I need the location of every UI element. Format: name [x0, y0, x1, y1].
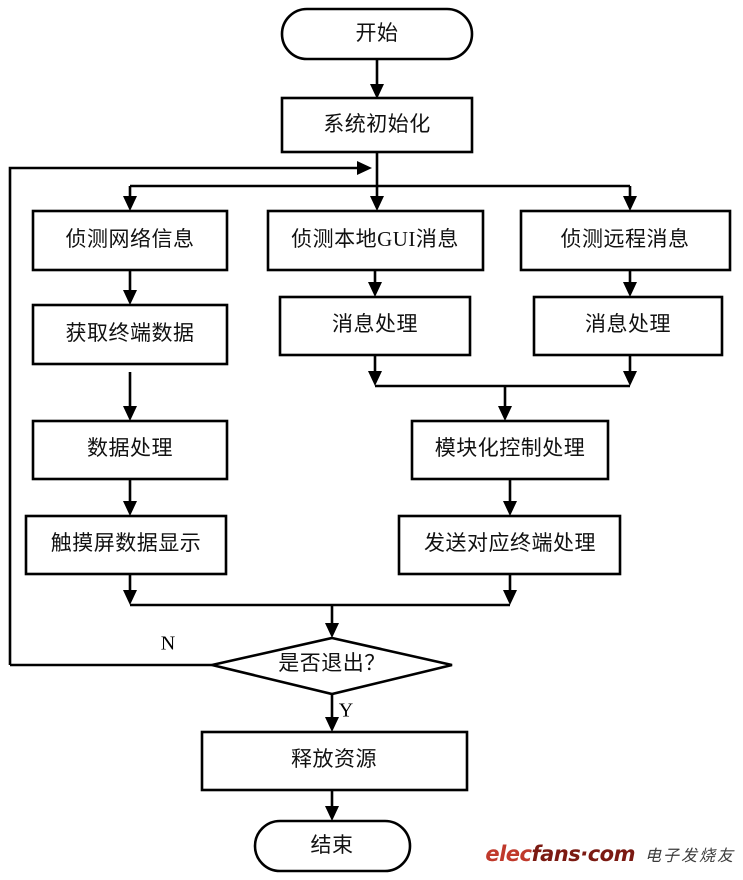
connector-layer — [8, 59, 637, 821]
node-message-process-gui[interactable]: 消息处理 — [278, 295, 472, 357]
edge-loop-back-no — [8, 161, 372, 665]
node-start[interactable]: 开始 — [280, 7, 474, 61]
node-start-label: 开始 — [356, 21, 399, 45]
edge-init-trunk — [370, 152, 384, 211]
edge-touchdisplay-to-collector — [123, 574, 137, 605]
node-data-process[interactable]: 数据处理 — [31, 419, 229, 481]
node-end-label: 结束 — [311, 833, 354, 857]
node-release-resources[interactable]: 释放资源 — [200, 730, 469, 792]
edge-collector-bar-decision — [130, 603, 510, 638]
node-message-process-remote[interactable]: 消息处理 — [532, 295, 724, 357]
node-module-control-label: 模块化控制处理 — [435, 436, 586, 460]
edge-dataprocess-to-touchdisplay — [123, 479, 137, 516]
edge-start-to-init — [370, 59, 384, 99]
edge-fanout-bar — [123, 184, 637, 211]
node-system-init-label: 系统初始化 — [323, 112, 431, 136]
branch-label-yes: Y — [339, 700, 353, 722]
node-release-resources-label: 释放资源 — [291, 747, 377, 771]
watermark-latin-text: elecfans·com — [485, 842, 635, 866]
watermark-latin-part-1: elec — [485, 842, 532, 866]
node-send-terminal-label: 发送对应终端处理 — [424, 531, 596, 555]
edge-getterminal-to-dataprocess — [123, 372, 137, 421]
node-message-process-remote-label: 消息处理 — [585, 312, 671, 336]
edge-msgprocrmt-to-merge — [623, 355, 637, 386]
edge-detectgui-to-msgproc — [368, 270, 382, 297]
node-detect-remote[interactable]: 侦测远程消息 — [519, 209, 732, 272]
node-decision-exit-label: 是否退出？ — [278, 651, 386, 675]
node-data-process-label: 数据处理 — [87, 436, 173, 460]
node-send-terminal[interactable]: 发送对应终端处理 — [397, 514, 622, 576]
edge-msgprocgui-to-merge — [368, 355, 382, 386]
edge-detectnet-to-getterminal — [123, 270, 137, 305]
edge-sendterminal-to-collector — [503, 574, 517, 605]
node-detect-remote-label: 侦测远程消息 — [561, 227, 690, 251]
watermark-elecfans: elecfans·com 电子发烧友 — [485, 842, 735, 866]
node-detect-local-gui-label: 侦测本地GUI消息 — [291, 227, 459, 251]
node-detect-network[interactable]: 侦测网络信息 — [31, 209, 229, 272]
watermark-chinese-text: 电子发烧友 — [644, 846, 735, 865]
node-message-process-gui-label: 消息处理 — [332, 312, 418, 336]
node-end[interactable]: 结束 — [253, 819, 412, 873]
node-module-control[interactable]: 模块化控制处理 — [410, 419, 610, 481]
edge-decision-yes — [325, 694, 339, 732]
node-touch-screen-display[interactable]: 触摸屏数据显示 — [24, 514, 228, 576]
node-detect-network-label: 侦测网络信息 — [66, 227, 195, 251]
branch-label-no: N — [161, 633, 175, 655]
node-get-terminal-data-label: 获取终端数据 — [66, 321, 195, 345]
node-system-init[interactable]: 系统初始化 — [280, 96, 474, 154]
edge-detectremote-to-msgproc — [623, 270, 637, 297]
edge-modulectrl-to-sendterminal — [503, 479, 517, 516]
watermark-latin-part-2: fans·com — [531, 842, 635, 866]
node-detect-local-gui[interactable]: 侦测本地GUI消息 — [266, 209, 485, 272]
edge-release-to-end — [325, 790, 339, 821]
node-touch-screen-display-label: 触摸屏数据显示 — [51, 531, 202, 555]
edge-merge-bar-module — [375, 384, 630, 421]
node-decision-exit[interactable]: 是否退出？ — [211, 636, 453, 696]
node-get-terminal-data[interactable]: 获取终端数据 — [31, 303, 229, 366]
